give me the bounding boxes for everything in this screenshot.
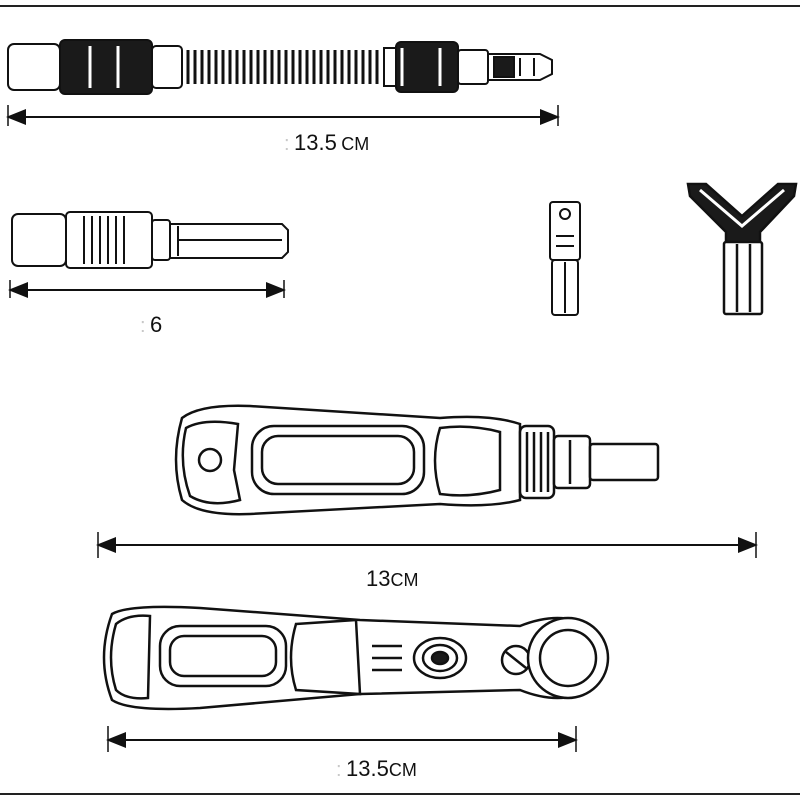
y-wrench	[686, 182, 798, 316]
measure-label-1: : 13.5 CM	[284, 130, 369, 156]
screwdriver-handle	[174, 404, 660, 516]
bit-holder-adapter	[11, 211, 289, 269]
measure-unit-3: CM	[390, 570, 419, 590]
measure-unit-1: CM	[341, 134, 370, 154]
measure-label-3: 13CM	[366, 566, 418, 592]
measure-sep-1: :	[284, 133, 290, 155]
measure-label-2: : 6	[140, 312, 162, 338]
ratchet-handle	[102, 605, 610, 711]
flexible-shaft-extension	[7, 39, 553, 95]
measure-value-4: 13.5	[346, 756, 389, 781]
measure-value-1: 13.5	[294, 130, 337, 155]
measure-unit-4: CM	[388, 760, 417, 780]
measure-label-4: : 13.5CM	[336, 756, 417, 782]
socket-adapter	[549, 201, 581, 316]
measure-sep-2: :	[140, 315, 146, 337]
measure-sep-4: :	[336, 759, 342, 781]
measure-value-3: 13	[366, 566, 391, 591]
measure-value-2: 6	[150, 312, 163, 337]
